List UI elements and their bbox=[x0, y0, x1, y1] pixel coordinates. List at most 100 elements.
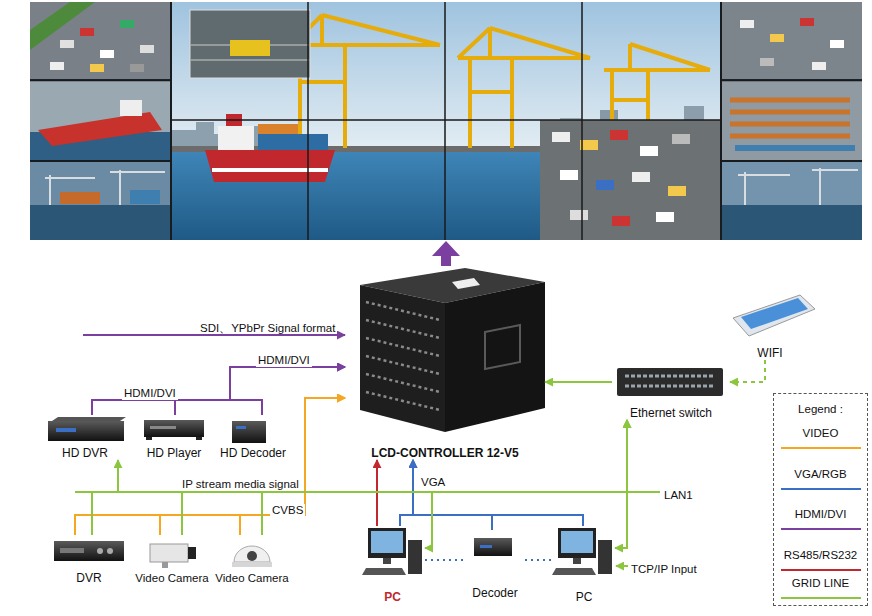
video-wall bbox=[100, 50, 114, 58]
signal-label: HDMI/DVI bbox=[122, 387, 178, 400]
video-wall bbox=[722, 205, 862, 240]
signal-connector bbox=[425, 559, 465, 561]
wifi-tablet bbox=[733, 295, 815, 336]
pc-icon bbox=[598, 540, 612, 574]
dome-camera-icon bbox=[232, 562, 272, 567]
video-wall bbox=[258, 124, 298, 134]
video-wall bbox=[672, 134, 690, 144]
video-wall bbox=[80, 28, 94, 36]
dvr-icon bbox=[97, 548, 103, 554]
box-camera-icon bbox=[150, 544, 188, 562]
edge-label-holder: HDMI/DVI bbox=[122, 383, 178, 401]
legend-text: VIDEO bbox=[774, 426, 867, 440]
device-label: Decoder bbox=[472, 586, 517, 600]
edge-label-holder: HDMI/DVI bbox=[256, 350, 312, 368]
device-label: PC bbox=[576, 590, 593, 604]
signal-connector bbox=[262, 420, 627, 535]
hd-decoder-icon bbox=[232, 421, 266, 443]
legend-entry: HDMI/DVI bbox=[774, 507, 867, 530]
controller-chassis bbox=[360, 285, 445, 432]
signal-label: IP stream media signal bbox=[182, 478, 299, 491]
pc-icon bbox=[368, 528, 406, 558]
device-node: DVR bbox=[48, 535, 130, 585]
device-node: WIFI bbox=[725, 295, 815, 360]
controller-chassis bbox=[452, 278, 480, 289]
hd-player-icon bbox=[150, 426, 176, 429]
signal-label: VGA bbox=[419, 476, 447, 489]
video-wall bbox=[130, 64, 144, 72]
device-label: HD Decoder bbox=[220, 446, 286, 460]
hd-dvr-icon bbox=[48, 417, 126, 441]
legend-entry: VIDEO bbox=[774, 426, 867, 449]
device-node: Decoder bbox=[465, 530, 525, 600]
signal-wire bbox=[83, 334, 345, 336]
video-wall bbox=[722, 81, 862, 160]
video-wall bbox=[140, 45, 154, 53]
pc-icon bbox=[371, 531, 403, 553]
label-holder: TCP/IP Input bbox=[631, 559, 697, 577]
video-wall bbox=[30, 2, 170, 79]
signal-connector bbox=[240, 398, 345, 535]
video-wall bbox=[540, 120, 720, 240]
dome-camera-icon bbox=[234, 546, 270, 562]
device-node: Video Camera bbox=[132, 535, 211, 585]
signal-connector bbox=[182, 420, 627, 535]
legend-swatch bbox=[781, 597, 861, 599]
device-label: PC bbox=[384, 590, 401, 604]
hd-player-icon bbox=[146, 437, 152, 440]
signal-label: HDMI/DVI bbox=[256, 354, 312, 367]
signal-label: TCP/IP Input bbox=[631, 563, 697, 576]
device-label: LCD-CONTROLLER 12-V5 bbox=[371, 446, 518, 460]
device-node: PC bbox=[553, 526, 615, 604]
controller-chassis bbox=[485, 325, 520, 369]
video-wall bbox=[90, 64, 104, 72]
signal-connector bbox=[92, 420, 627, 535]
video-wall bbox=[120, 100, 142, 116]
legend-swatch bbox=[781, 528, 861, 530]
signal-wire bbox=[75, 335, 660, 566]
hd-player-icon bbox=[196, 437, 202, 440]
device-label: Video Camera bbox=[215, 571, 288, 585]
pc-icon bbox=[383, 558, 391, 564]
video-wall bbox=[120, 20, 134, 28]
pc-icon bbox=[573, 558, 581, 564]
signal-wire bbox=[616, 565, 628, 567]
hd-player-icon bbox=[144, 420, 204, 440]
device-label: Video Camera bbox=[135, 571, 208, 585]
signal-connector bbox=[730, 360, 765, 382]
signal-connector bbox=[413, 460, 492, 530]
video-wall bbox=[258, 134, 328, 150]
pc-icon bbox=[362, 528, 422, 575]
signal-label: LAN1 bbox=[664, 489, 693, 502]
label-holder: LAN1 bbox=[664, 485, 693, 503]
hd-dvr-icon bbox=[48, 421, 124, 441]
video-wall bbox=[596, 180, 614, 190]
signal-connector bbox=[425, 420, 627, 548]
video-wall bbox=[45, 170, 165, 205]
output-arrow bbox=[432, 241, 460, 266]
video-wall bbox=[640, 146, 658, 156]
legend-text: VGA/RGB bbox=[774, 467, 867, 481]
device-node: HD Player bbox=[138, 415, 210, 460]
video-wall bbox=[218, 126, 254, 150]
video-wall bbox=[60, 192, 100, 204]
signal-label: SDI、YPbPr Signal format bbox=[200, 322, 335, 335]
video-wall bbox=[38, 112, 162, 146]
video-wall bbox=[552, 132, 570, 142]
video-wall bbox=[830, 40, 844, 48]
video-wall bbox=[812, 62, 826, 70]
signal-connector bbox=[175, 367, 345, 415]
hd-decoder-icon bbox=[236, 426, 246, 429]
legend-entry: VGA/RGB bbox=[774, 467, 867, 490]
ethernet-switch-icon bbox=[617, 368, 723, 396]
signal-connector bbox=[118, 420, 627, 492]
video-wall bbox=[30, 2, 862, 240]
hd-decoder-icon bbox=[232, 421, 266, 443]
dome-camera-icon bbox=[232, 546, 272, 567]
label-holder: IP stream media signal bbox=[182, 474, 299, 492]
device-label: DVR bbox=[76, 571, 101, 585]
video-wall bbox=[212, 168, 328, 172]
legend-entry: GRID LINE bbox=[774, 576, 867, 599]
legend-text: GRID LINE bbox=[774, 576, 867, 590]
video-wall bbox=[30, 2, 95, 50]
